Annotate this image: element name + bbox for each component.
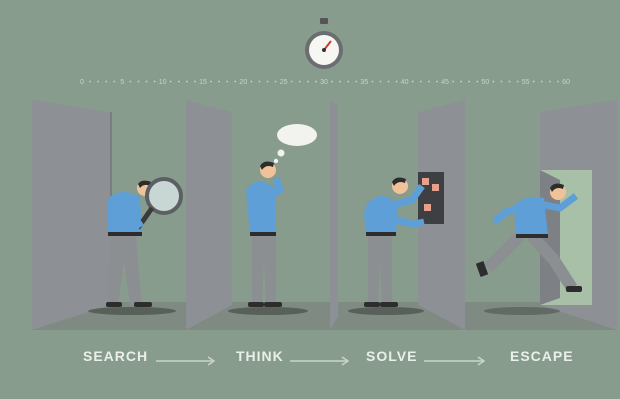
step-think: THINK — [236, 348, 284, 364]
timeline-dot — [428, 81, 430, 83]
timeline-dot — [251, 81, 253, 83]
timeline-dot — [460, 81, 462, 83]
keypad-icon — [418, 172, 444, 224]
timeline-tick-label: 20 — [239, 79, 247, 86]
figure-search — [106, 179, 181, 307]
timeline-dot — [130, 81, 132, 83]
timeline-dot — [307, 81, 309, 83]
stopwatch-icon — [305, 18, 343, 69]
timeline-dot — [291, 81, 293, 83]
timeline-dot — [315, 81, 317, 83]
timeline-dot — [194, 81, 196, 83]
timeline-dot — [218, 81, 220, 83]
timeline-tick-label: 30 — [320, 79, 328, 86]
timeline-dot — [347, 81, 349, 83]
timeline-dot — [355, 81, 357, 83]
step-solve: SOLVE — [366, 348, 417, 364]
wall-left-1 — [32, 100, 110, 330]
timeline-dot — [154, 81, 156, 83]
timeline-dot — [186, 81, 188, 83]
timeline-dot — [388, 81, 390, 83]
timeline-dot — [380, 81, 382, 83]
timeline-tick-label: 50 — [481, 79, 489, 86]
timeline-dot — [476, 81, 478, 83]
timeline-tick-label: 25 — [280, 79, 288, 86]
timeline-dot — [541, 81, 543, 83]
timeline-dot — [557, 81, 559, 83]
thought-bubble-icon — [277, 124, 317, 146]
figure-think — [246, 124, 317, 307]
timeline-dot — [146, 81, 148, 83]
timeline-tick-label: 40 — [401, 79, 409, 86]
timeline-dot — [226, 81, 228, 83]
timeline-tick-label: 45 — [441, 79, 449, 86]
timeline-dot — [533, 81, 535, 83]
timeline-dot — [138, 81, 140, 83]
wall-divider-1 — [186, 100, 232, 330]
timeline-dot — [170, 81, 172, 83]
timeline-dot — [331, 81, 333, 83]
timeline-tick-label: 60 — [562, 79, 570, 86]
timeline-dot — [549, 81, 551, 83]
timeline-tick-label: 10 — [159, 79, 167, 86]
step-escape: ESCAPE — [510, 348, 574, 364]
magnifying-glass-icon — [147, 179, 181, 213]
timeline-dot — [259, 81, 261, 83]
timeline-dot — [372, 81, 374, 83]
step-search: SEARCH — [83, 348, 148, 364]
timeline-dot — [267, 81, 269, 83]
timeline-dot — [452, 81, 454, 83]
timeline-dot — [210, 81, 212, 83]
timeline-tick-label: 35 — [360, 79, 368, 86]
timeline-dot — [339, 81, 341, 83]
timeline-dot — [105, 81, 107, 83]
timeline-dot — [517, 81, 519, 83]
timeline-dot — [299, 81, 301, 83]
timeline-tick-label: 0 — [80, 79, 84, 86]
timeline-dot — [493, 81, 495, 83]
wall-divider-2 — [330, 100, 338, 330]
timeline-dot — [97, 81, 99, 83]
timeline-dot — [501, 81, 503, 83]
timeline-dot — [234, 81, 236, 83]
timeline-tick-label: 5 — [120, 79, 124, 86]
timeline-dot — [436, 81, 438, 83]
timeline-dot — [396, 81, 398, 83]
timeline-dot — [468, 81, 470, 83]
timeline-dot — [509, 81, 511, 83]
step-labels: SEARCH THINK SOLVE ESCAPE — [0, 348, 620, 378]
timeline-dot — [89, 81, 91, 83]
timeline-dot — [412, 81, 414, 83]
timeline-dot — [113, 81, 115, 83]
timeline-dot — [275, 81, 277, 83]
timeline-dot — [178, 81, 180, 83]
timeline-tick-label: 55 — [522, 79, 530, 86]
timeline: 0 5 10 15 20 25 30 35 40 45 50 55 60 — [80, 79, 570, 86]
timeline-dot — [420, 81, 422, 83]
timeline-tick-label: 15 — [199, 79, 207, 86]
